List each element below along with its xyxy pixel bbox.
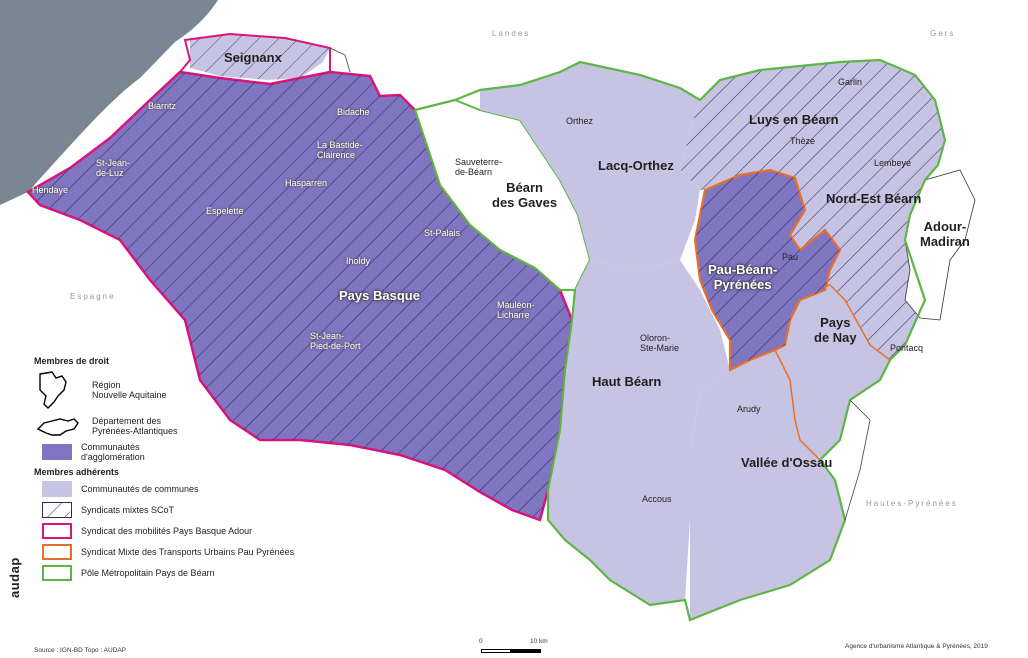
pole-metropolitain-outline [413,58,947,622]
communes-swatch [42,481,72,497]
legend-label-pole: Pôle Métropolitain Pays de Béarn [81,568,215,578]
context-espagne: Espagne [70,292,116,301]
legend-label-communes: Communautés de communes [81,484,199,494]
scale-ten: 10 km [530,638,548,645]
town-accous: Accous [642,494,672,504]
ocean-area [0,0,218,205]
legend-item-agglo: Communautés d'agglomération [34,442,394,462]
legend-title-adherents: Membres adhérents [34,467,120,477]
legend-item-region: Région Nouvelle Aquitaine [34,370,394,410]
legend-item-scot: Syndicats mixtes SCoT [34,502,394,518]
legend-label-transports: Syndicat Mixte des Transports Urbains Pa… [81,547,295,557]
label-pays-basque: Pays Basque [339,288,420,303]
town-hasparren: Hasparren [285,178,328,188]
town-garlin: Garlin [838,77,863,87]
label-bearn-des-gaves: Béarn des Gaves [492,180,558,210]
legend-item-transports: Syndicat Mixte des Transports Urbains Pa… [34,544,394,560]
scale-bar [481,649,541,653]
legend-title-members-law: Membres de droit [34,356,110,366]
departement-outline-icon [36,418,79,436]
audap-logo: audap [7,557,22,598]
scot-hatch-swatch [42,502,72,518]
legend-item-communes: Communautés de communes [34,481,394,497]
legend-label-agglo: Communautés d'agglomération [81,442,145,462]
label-pays-de-nay: Pays de Nay [814,315,857,345]
label-lacq-orthez: Lacq-Orthez [598,158,674,173]
label-seignanx: Seignanx [224,50,282,65]
context-gers: Gers [930,29,956,38]
legend: Membres de droit Région Nouvelle Aquitai… [34,356,394,586]
town-oloron: Oloron- Ste-Marie [640,333,680,353]
legend-label-departement: Département des Pyrénées-Atlantiques [92,416,178,436]
legend-label-scot: Syndicats mixtes SCoT [81,505,175,515]
region-lacq-orthez [480,62,700,270]
label-luys-en-bearn: Luys en Béarn [749,112,839,127]
region-outline-icon [39,371,67,409]
legend-item-pole: Pôle Métropolitain Pays de Béarn [34,565,394,581]
town-arudy: Arudy [737,404,761,414]
town-biarritz: Biarritz [148,101,177,111]
town-st-palais: St-Palais [424,228,461,238]
scale-zero: 0 [479,638,483,645]
town-hendaye: Hendaye [32,185,69,195]
label-nord-est-bearn: Nord-Est Béarn [826,191,922,206]
context-hautes-pyrenees: Hautes-Pyrénées [866,499,958,508]
town-orthez: Orthez [566,116,594,126]
label-vallee-ossau: Vallée d'Ossau [741,455,833,470]
town-st-jean-de-luz: St-Jean- de-Luz [96,158,131,178]
town-pontacq: Pontacq [890,343,924,353]
town-st-jean-pied: St-Jean- Pied-de-Port [310,331,361,351]
credit-text: Agence d'urbanisme Atlantique & Pyrénées… [845,643,988,650]
region-vallee-ossau [690,350,845,620]
label-adour-madiran: Adour- Madiran [920,219,970,249]
context-landes: Landes [492,29,531,38]
source-text: Source : IGN-BD Topo ; AUDAP [34,647,126,654]
label-pau-bearn-pyrenees: Pau-Béarn- Pyrénées [708,262,778,292]
region-haut-bearn [548,260,730,605]
town-iholdy: Iholdy [346,256,371,266]
mobilites-swatch [42,523,72,539]
town-pau: Pau [782,252,799,262]
town-mauleon: Mauléon- Licharre [497,300,535,320]
legend-label-mobilites: Syndicat des mobilités Pays Basque Adour [81,526,253,536]
town-sauveterre: Sauveterre- de-Béarn [455,157,503,177]
town-espelette: Espelette [206,206,244,216]
legend-item-departement: Département des Pyrénées-Atlantiques [34,415,394,437]
label-haut-bearn: Haut Béarn [592,374,662,389]
legend-item-mobilites: Syndicat des mobilités Pays Basque Adour [34,523,394,539]
transports-swatch [42,544,72,560]
town-lembeye: Lembeye [874,158,912,168]
town-bidache: Bidache [337,107,370,117]
pole-swatch [42,565,72,581]
town-theze: Thèze [790,136,816,146]
town-la-bastide: La Bastide- Clairence [317,140,363,160]
legend-label-region: Région Nouvelle Aquitaine [92,380,167,400]
agglo-swatch [42,444,72,460]
